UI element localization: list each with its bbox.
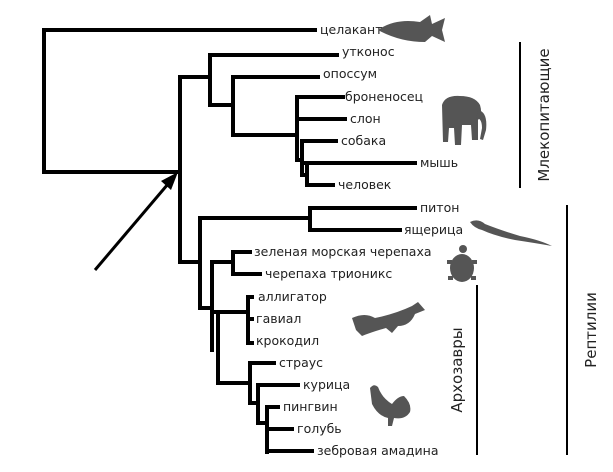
coelacanth-icon — [378, 15, 445, 42]
taxon-label: ящерица — [404, 222, 463, 237]
taxon-label: курица — [303, 377, 350, 392]
taxon-label: голубь — [297, 421, 342, 436]
taxon-label: человек — [338, 177, 392, 192]
branch-amniotes — [178, 75, 202, 264]
taxon-label: слон — [350, 111, 381, 126]
group-archosaurs: Архозавры — [448, 285, 478, 455]
branches — [42, 28, 417, 454]
branch-crocodiles — [210, 295, 254, 385]
taxon-label: мышь — [420, 155, 458, 170]
taxon-label: гавиал — [256, 311, 301, 326]
group-label-reptiles: Рептилии — [582, 292, 600, 368]
group-mammals: Млекопитающие — [519, 42, 553, 188]
group-reptiles: Рептилии — [566, 205, 600, 455]
taxon-label: опоссум — [323, 66, 377, 81]
group-label-archosaurs: Архозавры — [448, 327, 466, 412]
taxon-label: пингвин — [283, 399, 338, 414]
arrow — [93, 172, 178, 271]
taxon-label: зеленая морская черепаха — [254, 244, 432, 259]
branch-root — [42, 28, 317, 174]
taxon-label: зебровая амадина — [317, 443, 439, 458]
group-label-mammals: Млекопитающие — [535, 48, 553, 181]
taxon-label: черепаха трионикс — [265, 266, 392, 281]
branch-mammals — [178, 53, 417, 187]
taxon-label: целакант — [320, 22, 383, 37]
branch-birds — [216, 361, 314, 454]
taxon-label: утконос — [342, 44, 395, 59]
taxon-label: аллигатор — [258, 289, 327, 304]
turtle-icon — [447, 245, 477, 282]
taxon-label: собака — [341, 133, 386, 148]
taxon-label: питон — [420, 200, 459, 215]
taxon-labels: целакант утконос опоссум броненосец слон… — [254, 22, 463, 458]
crocodile-icon — [352, 302, 425, 336]
elephant-icon — [442, 95, 487, 145]
branch-squamates — [198, 206, 417, 310]
taxon-label: страус — [279, 355, 323, 370]
lizard-icon — [470, 220, 552, 246]
rooster-icon — [370, 385, 411, 426]
branch-turtles — [210, 250, 262, 352]
taxon-label: броненосец — [345, 89, 423, 104]
taxon-label: крокодил — [256, 333, 319, 348]
